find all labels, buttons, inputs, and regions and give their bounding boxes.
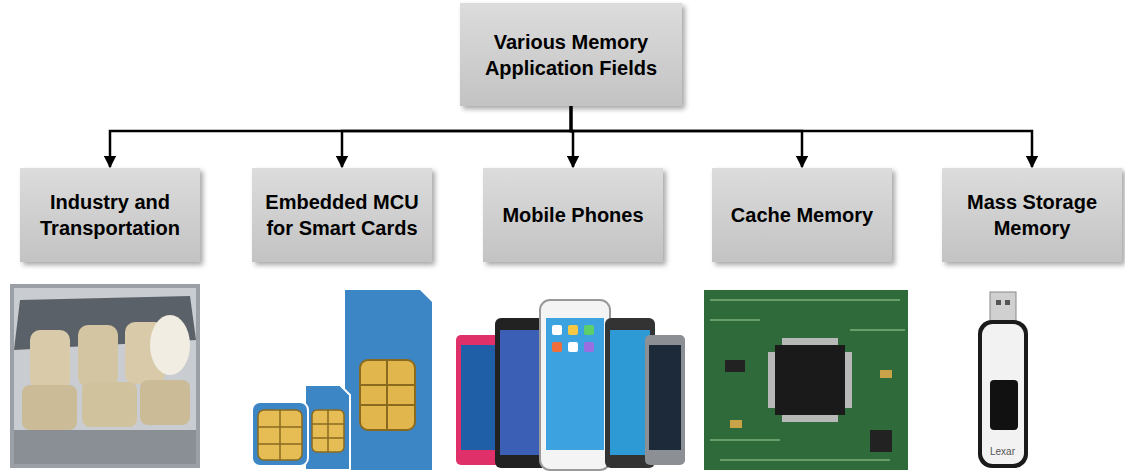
tree-arrow: [571, 106, 802, 167]
usb-drive-photo: [978, 292, 1028, 468]
box-label: Various Memory Application Fields: [470, 29, 672, 81]
circuit-board-photo: [704, 290, 908, 470]
tree-arrow: [342, 106, 571, 167]
field-box: Mobile Phones: [483, 168, 663, 262]
box-label: Cache Memory: [731, 202, 873, 228]
box-label: Mobile Phones: [502, 202, 643, 228]
field-box: Cache Memory: [712, 168, 892, 262]
box-label: Industry and Transportation: [30, 189, 190, 241]
mobile-phones-photo: [456, 300, 685, 470]
box-label: Embedded MCU for Smart Cards: [262, 189, 422, 241]
root-box: Various Memory Application Fields: [460, 3, 682, 106]
field-box: Industry and Transportation: [20, 168, 200, 262]
car-interior-photo: [10, 284, 200, 468]
sim-cards-photo: [252, 290, 432, 470]
field-box: Mass Storage Memory: [942, 168, 1122, 262]
box-label: Mass Storage Memory: [952, 189, 1112, 241]
tree-arrow: [110, 106, 571, 167]
tree-arrow: [571, 106, 1032, 167]
field-box: Embedded MCU for Smart Cards: [252, 168, 432, 262]
brand-label: Lexar: [990, 446, 1015, 457]
